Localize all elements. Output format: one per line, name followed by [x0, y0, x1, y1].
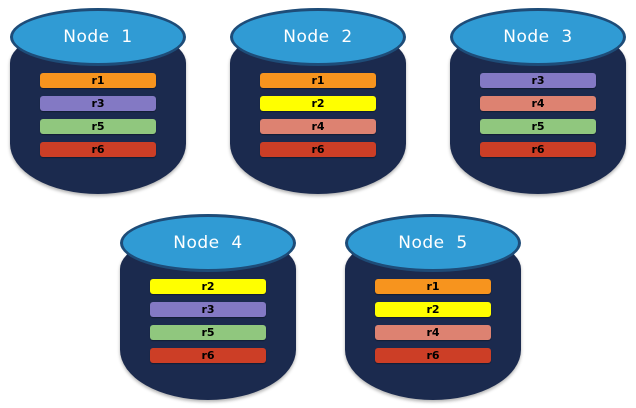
replica-bar[interactable]: r3 [40, 96, 156, 111]
node-title: Node 3 [503, 27, 573, 47]
replica-bar[interactable]: r5 [40, 119, 156, 134]
replica-bar[interactable]: r6 [40, 142, 156, 157]
database-node-4[interactable]: r2 r3 r5 r6 Node 4 [120, 214, 296, 400]
replica-bar[interactable]: r6 [375, 348, 491, 363]
replica-label: r4 [531, 97, 545, 110]
database-node-3[interactable]: r3 r4 r5 r6 Node 3 [450, 8, 626, 194]
replica-bar[interactable]: r4 [260, 119, 376, 134]
replica-bar[interactable]: r5 [150, 325, 266, 340]
replica-label: r2 [201, 280, 215, 293]
replica-list: r1 r3 r5 r6 [40, 73, 156, 157]
database-node-1[interactable]: r1 r3 r5 r6 Node 1 [10, 8, 186, 194]
node-title: Node 4 [173, 233, 243, 253]
node-cylinder-top [120, 214, 296, 272]
replica-label: r6 [91, 143, 105, 156]
node-title: Node 1 [63, 27, 133, 47]
node-cylinder-top [450, 8, 626, 66]
replica-bar[interactable]: r3 [480, 73, 596, 88]
replica-bar[interactable]: r5 [480, 119, 596, 134]
replica-bar[interactable]: r1 [375, 279, 491, 294]
node-title: Node 5 [398, 233, 468, 253]
replica-label: r2 [311, 97, 325, 110]
replica-label: r1 [426, 280, 440, 293]
replica-label: r6 [201, 349, 215, 362]
replica-bar[interactable]: r6 [480, 142, 596, 157]
node-title: Node 2 [283, 27, 353, 47]
replica-bar[interactable]: r6 [150, 348, 266, 363]
replica-bar[interactable]: r2 [375, 302, 491, 317]
replica-label: r6 [531, 143, 545, 156]
replica-list: r1 r2 r4 r6 [260, 73, 376, 157]
replica-label: r6 [311, 143, 325, 156]
replica-bar[interactable]: r1 [260, 73, 376, 88]
replica-bar[interactable]: r6 [260, 142, 376, 157]
replica-list: r2 r3 r5 r6 [150, 279, 266, 363]
replica-label: r3 [531, 74, 545, 87]
replica-bar[interactable]: r4 [375, 325, 491, 340]
replica-bar[interactable]: r2 [260, 96, 376, 111]
database-node-5[interactable]: r1 r2 r4 r6 Node 5 [345, 214, 521, 400]
replica-label: r1 [91, 74, 105, 87]
replica-label: r6 [426, 349, 440, 362]
replica-bar[interactable]: r3 [150, 302, 266, 317]
replica-bar[interactable]: r1 [40, 73, 156, 88]
replica-bar[interactable]: r2 [150, 279, 266, 294]
replica-label: r4 [311, 120, 325, 133]
replica-label: r5 [91, 120, 105, 133]
replica-label: r4 [426, 326, 440, 339]
replica-label: r5 [201, 326, 215, 339]
replica-list: r3 r4 r5 r6 [480, 73, 596, 157]
replica-list: r1 r2 r4 r6 [375, 279, 491, 363]
node-cylinder-top [230, 8, 406, 66]
node-cylinder-top [10, 8, 186, 66]
replica-label: r1 [311, 74, 325, 87]
replica-label: r2 [426, 303, 440, 316]
database-node-2[interactable]: r1 r2 r4 r6 Node 2 [230, 8, 406, 194]
replica-label: r3 [91, 97, 105, 110]
node-cylinder-top [345, 214, 521, 272]
replica-label: r3 [201, 303, 215, 316]
replica-bar[interactable]: r4 [480, 96, 596, 111]
replica-label: r5 [531, 120, 545, 133]
